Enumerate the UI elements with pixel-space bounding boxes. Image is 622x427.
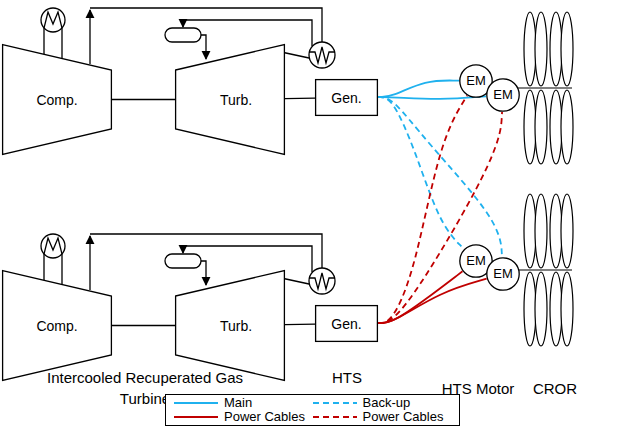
backup-power-cable xyxy=(378,97,464,249)
node-text: Turb. xyxy=(220,318,252,334)
main-power-cable xyxy=(378,96,486,99)
node-text: Comp. xyxy=(36,92,77,108)
legend-item: Main xyxy=(174,396,313,410)
legend-line-sample xyxy=(174,400,218,406)
compressor: Comp. xyxy=(2,270,112,381)
generator-box: Gen. xyxy=(315,305,378,342)
node-text: EM xyxy=(466,253,486,269)
turbine: Turb. xyxy=(175,270,285,381)
backup-power-cable xyxy=(378,112,502,323)
node-text: Gen. xyxy=(331,316,361,332)
legend-box: MainBack-upPower CablesPower Cables xyxy=(165,394,460,426)
shaft-line xyxy=(112,325,175,326)
legend-item: Power Cables xyxy=(174,410,313,424)
shaft-line xyxy=(285,97,315,99)
node-text: Turb. xyxy=(220,92,252,108)
node-text: EM xyxy=(493,87,513,103)
legend-line-sample xyxy=(313,400,357,406)
node-text: Gen. xyxy=(331,90,361,106)
backup-power-cable xyxy=(378,96,467,324)
legend-line-sample xyxy=(313,414,357,420)
electric-motor: EM xyxy=(486,257,520,291)
main-power-cable xyxy=(378,80,459,97)
main-power-cable xyxy=(378,279,487,323)
gas-turbine-flow xyxy=(41,8,335,68)
legend-text: Back-up xyxy=(363,396,411,410)
shaft-line xyxy=(285,323,315,325)
legend-text: Power Cables xyxy=(224,410,305,424)
compressor: Comp. xyxy=(2,44,112,155)
legend-item: Power Cables xyxy=(313,410,452,424)
legend-item: Back-up xyxy=(313,396,452,410)
node-text: Comp. xyxy=(36,318,77,334)
backup-power-cable xyxy=(378,97,502,257)
turbine: Turb. xyxy=(175,44,285,155)
electric-motor: EM xyxy=(486,78,520,112)
node-text: EM xyxy=(493,266,513,282)
generator-box: Gen. xyxy=(315,79,378,116)
subsystem-label: CROR xyxy=(525,378,585,399)
legend-text: Power Cables xyxy=(363,410,444,424)
node-text: EM xyxy=(466,73,486,89)
main-power-cable xyxy=(378,271,462,323)
legend-line-sample xyxy=(174,414,218,420)
shaft-line xyxy=(112,99,175,100)
legend-text: Main xyxy=(224,396,252,410)
gas-turbine-flow xyxy=(41,234,335,294)
